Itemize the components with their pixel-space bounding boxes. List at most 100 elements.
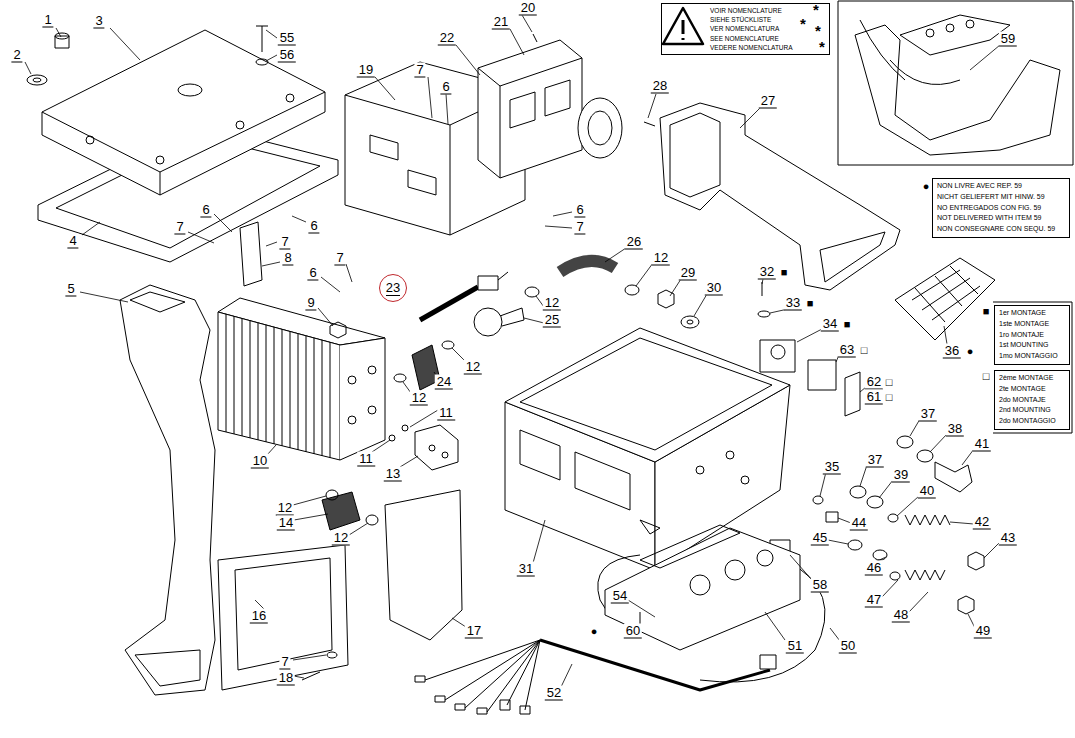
cover <box>42 30 325 195</box>
note-text: 1ste MONTAGE <box>999 319 1065 330</box>
callout-number: 1 <box>42 13 53 28</box>
callout-number: 4 <box>67 234 78 249</box>
note-text: 2te MONTAGE <box>999 384 1065 395</box>
callout-number: 37 <box>919 407 937 422</box>
callout-number: 62 <box>865 375 883 390</box>
callout-number: 54 <box>611 589 629 604</box>
callout-number: 6 <box>440 80 451 95</box>
note-box: 2ème MONTAGE2te MONTAGE2do MONTAJE2nd MO… <box>994 370 1070 430</box>
control-panel <box>598 525 825 682</box>
callout-number: 6 <box>574 203 585 218</box>
callout-number: 27 <box>759 94 777 109</box>
callout-number: 6 <box>307 266 318 281</box>
heater-core <box>218 222 385 460</box>
callout-number: 36 <box>943 344 961 359</box>
symbol-mark: □ <box>983 369 990 383</box>
callout-number: 3 <box>93 14 104 29</box>
callout-number: 6 <box>308 219 319 234</box>
note-text: 2nd MOUNTING <box>999 405 1065 416</box>
callout-number: 2 <box>11 48 22 63</box>
callout-number: 51 <box>786 639 804 654</box>
fittings <box>770 436 984 614</box>
callout-number: 18 <box>277 671 295 686</box>
note-text: NICHT GELIEFERT MIT HINW. 59 <box>937 192 1065 203</box>
callout-number: 12 <box>332 531 350 546</box>
leader-lines <box>25 15 1000 687</box>
callout-number: 48 <box>892 608 910 623</box>
symbol-mark: □ <box>886 390 893 404</box>
note-box: 1er MONTAGE1ste MONTAGE1ro MONTAJE1st MO… <box>994 305 1070 365</box>
callout-number: 12 <box>543 296 561 311</box>
callout-number: 6 <box>200 203 211 218</box>
callout-number: 46 <box>865 561 883 576</box>
note-mark: * <box>813 3 819 17</box>
callout-number: 21 <box>492 15 510 30</box>
callout-number: 63 <box>838 343 856 358</box>
note-box: NON LIVRE AVEC REP. 59NICHT GELIEFERT MI… <box>932 178 1070 238</box>
duct <box>644 103 900 290</box>
callout-number: 37 <box>866 453 884 468</box>
callout-number: 12 <box>410 391 428 406</box>
blower <box>478 34 622 178</box>
highlight-circle: 23 <box>379 274 407 302</box>
callout-number: 7 <box>174 220 185 235</box>
note-text: NOT DELIVERED WITH ITEM 59 <box>937 213 1065 224</box>
callout-number: 49 <box>974 624 992 639</box>
symbol-mark: ● <box>923 179 930 193</box>
callout-number: 12 <box>276 501 294 516</box>
callout-number: 50 <box>839 639 857 654</box>
callout-number: 7 <box>574 220 585 235</box>
callout-number: 7 <box>334 251 345 266</box>
callout-number: 11 <box>357 452 375 467</box>
callout-number: 11 <box>437 406 455 421</box>
callout-number: 26 <box>625 235 643 250</box>
callout-number: 12 <box>652 251 670 266</box>
symbol-mark: ● <box>591 624 598 638</box>
warning-triangle <box>663 8 703 44</box>
callout-number: 34 <box>821 317 839 332</box>
plug-washer <box>27 26 268 85</box>
callout-number: 17 <box>465 624 483 639</box>
callout-number: 28 <box>651 79 669 94</box>
callout-number: 42 <box>973 515 991 530</box>
callout-number: 16 <box>250 609 268 624</box>
inset <box>838 1 1073 165</box>
filter <box>895 258 995 340</box>
note-text: VEDERE NOMENCLATURA <box>710 43 825 52</box>
note-text: 1er MONTAGE <box>999 308 1065 319</box>
note-text: 1mo MONTAGGIO <box>999 351 1065 362</box>
callout-number: 38 <box>946 422 964 437</box>
callout-number: 10 <box>251 454 269 469</box>
legend-frame <box>993 302 1072 433</box>
callout-number: 33 <box>784 296 802 311</box>
symbol-mark: ■ <box>781 265 788 279</box>
callout-number: 20 <box>519 1 537 16</box>
note-text: 1ro MONTAJE <box>999 330 1065 341</box>
note-mark: * <box>800 17 806 31</box>
callout-number: 19 <box>357 63 375 78</box>
callout-number: 31 <box>517 562 535 577</box>
callout-number: 14 <box>277 516 295 531</box>
callout-number: 55 <box>278 31 296 46</box>
callout-number: 7 <box>414 63 425 78</box>
symbol-mark: ■ <box>983 304 990 318</box>
callout-number: 29 <box>679 266 697 281</box>
note-text: 2ème MONTAGE <box>999 373 1065 384</box>
callout-number: 45 <box>811 531 829 546</box>
callout-number: 61 <box>865 390 883 405</box>
callout-number: 35 <box>823 460 841 475</box>
symbol-mark: □ <box>886 375 893 389</box>
callout-number: 12 <box>464 360 482 375</box>
callout-number: 25 <box>543 313 561 328</box>
callout-number: 30 <box>705 281 723 296</box>
harness <box>415 640 776 714</box>
callout-number: 13 <box>384 467 402 482</box>
note-text: NON CONSEGNARE CON SEQU. 59 <box>937 224 1065 235</box>
lower-duct <box>120 285 462 695</box>
housing <box>505 328 790 570</box>
callout-number: 24 <box>435 375 453 390</box>
note-text: VER NOMENCLATURA <box>710 24 825 33</box>
callout-number: 41 <box>973 437 991 452</box>
note-text: 2do MONTAGGIO <box>999 416 1065 427</box>
